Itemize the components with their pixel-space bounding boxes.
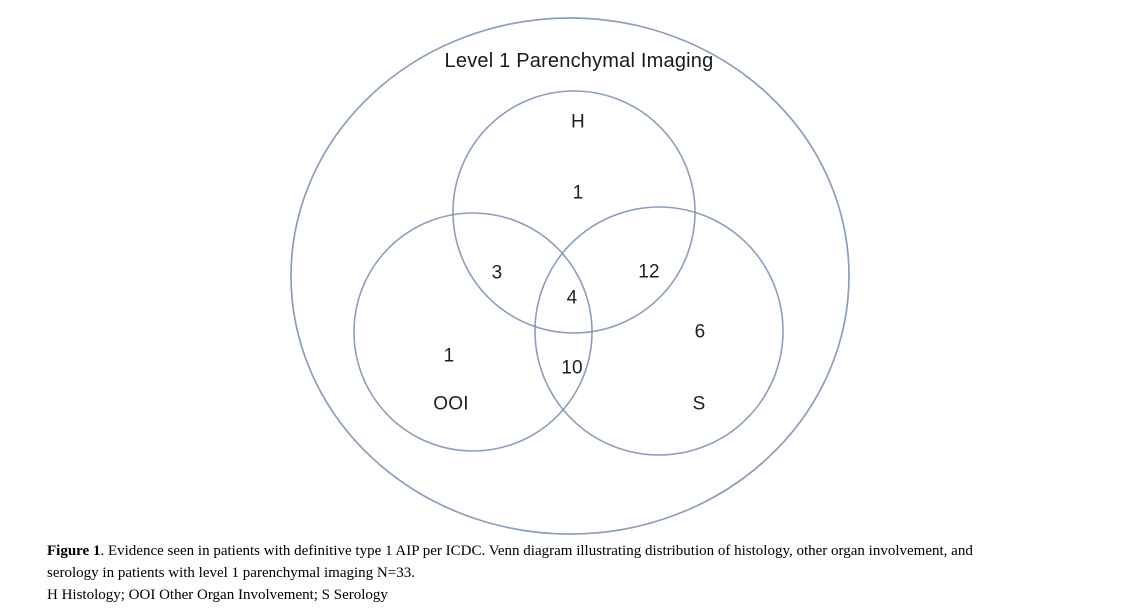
- count-h-and-s: 12: [638, 261, 660, 283]
- count-ooi-only: 1: [443, 345, 455, 367]
- caption-abbreviations: H Histology; OOI Other Organ Involvement…: [47, 587, 388, 603]
- caption-text-line-1: . Evidence seen in patients with definit…: [100, 543, 973, 559]
- caption-line-1: Figure 1. Evidence seen in patients with…: [47, 541, 1107, 563]
- caption-line-2: serology in patients with level 1 parenc…: [47, 564, 415, 581]
- venn-title: Level 1 Parenchymal Imaging: [444, 50, 714, 72]
- set-label-other-organ-involvement: OOI: [433, 393, 469, 415]
- serology-circle: [534, 206, 784, 456]
- figure-number-label: Figure 1: [47, 543, 101, 559]
- count-h-and-ooi: 3: [491, 262, 503, 284]
- set-label-histology: H: [571, 111, 585, 133]
- count-ooi-and-s: 10: [561, 357, 583, 379]
- other-organ-involvement-circle: [353, 212, 593, 452]
- figure-caption: Figure 1. Evidence seen in patients with…: [47, 541, 1107, 607]
- outer-circle-level1-parenchymal-imaging: [290, 17, 850, 535]
- count-h-ooi-s: 4: [566, 287, 578, 309]
- count-s-only: 6: [694, 321, 706, 343]
- set-label-serology: S: [692, 393, 706, 415]
- count-h-only: 1: [572, 182, 584, 204]
